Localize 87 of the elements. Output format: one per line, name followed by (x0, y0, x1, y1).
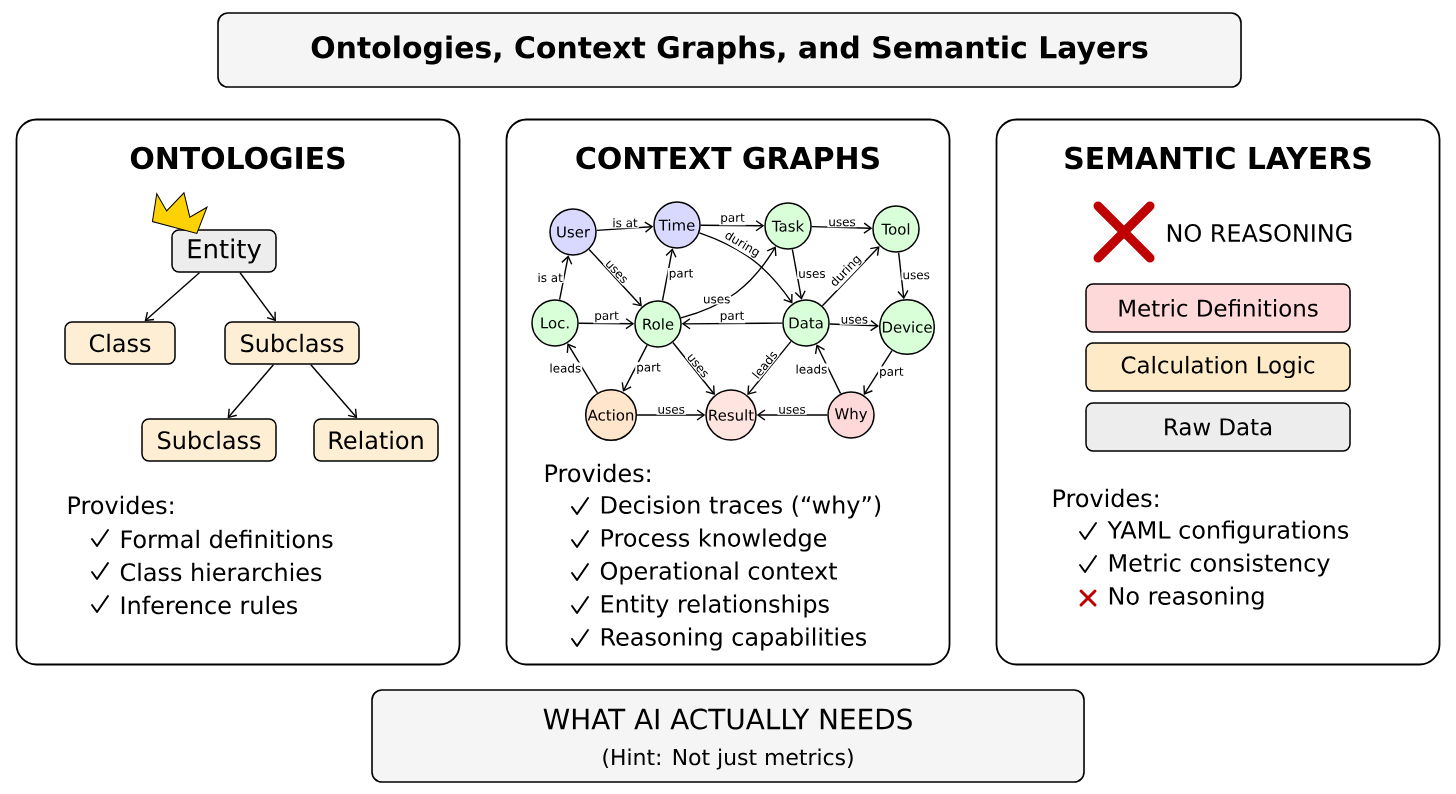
circle-node: Task (764, 202, 812, 250)
circle-node: User (549, 208, 597, 256)
arrow (558, 255, 573, 301)
list-item: Decision traces (“why”) (601, 495, 881, 519)
arrow (144, 272, 201, 322)
banner-box (371, 689, 1085, 783)
circle-node: Action (584, 388, 638, 442)
arrow (811, 222, 873, 234)
arrow (239, 272, 276, 322)
panel-heading: CONTEXT GRAPHS (576, 146, 879, 170)
panel-heading: SEMANTIC LAYERS (1065, 146, 1371, 170)
box: Raw Data (1085, 402, 1351, 452)
list-item: Formal definitions (121, 529, 333, 549)
circle-node: Tool (872, 205, 920, 253)
arrow (829, 319, 879, 332)
list-item: Process knowledge (601, 528, 827, 552)
list-item: Inference rules (121, 595, 298, 615)
arrow (672, 341, 715, 395)
banner-heading: WHAT AI ACTUALLY NEEDS (543, 708, 912, 730)
arrow (681, 318, 783, 330)
warning-text: NO REASONING (1167, 223, 1352, 243)
panel-heading: ONTOLOGIES (130, 146, 345, 170)
arrow (863, 349, 893, 395)
arrow (680, 246, 777, 319)
arrow (596, 221, 654, 233)
edge-label: is at (611, 217, 639, 229)
arrow (756, 409, 828, 421)
edge-label: part (635, 362, 662, 375)
arrow (661, 248, 677, 302)
edge-label: uses (827, 218, 857, 228)
banner-note: (Hint: Not just metrics) (603, 748, 853, 770)
arrow (227, 364, 275, 419)
arrow (566, 343, 599, 394)
edge-label: is at (536, 271, 564, 284)
list-item: Reasoning capabilities (601, 627, 867, 651)
list-heading: Provides: (68, 495, 173, 515)
arrow (621, 344, 648, 392)
edge-label: part (878, 366, 905, 380)
arrow (747, 340, 792, 396)
list-item: Class hierarchies (120, 562, 322, 582)
list-item: Operational context (600, 561, 837, 585)
box: Calculation Logic (1085, 342, 1351, 392)
list-item: Metric consistency (1109, 553, 1330, 577)
edge-label: uses (839, 315, 870, 325)
circle-node: Loc. (531, 299, 579, 347)
box: Class (64, 321, 176, 365)
arrow (700, 220, 765, 232)
circle-node: Data (782, 299, 830, 347)
arrow (821, 246, 880, 307)
edge-label: part (667, 268, 695, 281)
arrow (897, 251, 909, 300)
box: Relation (313, 418, 439, 462)
list-heading: Provides: (1053, 488, 1158, 508)
edge-label: uses (701, 295, 732, 305)
arrow (310, 364, 358, 419)
edge-label: leads (794, 363, 829, 375)
list-item: No reasoning (1109, 586, 1264, 610)
arrow (698, 232, 793, 304)
panel (15, 118, 461, 666)
circle-node: Device (878, 298, 936, 356)
circle-node: Role (634, 300, 682, 348)
edge-label: leads (548, 362, 583, 374)
edge-label: part (593, 310, 620, 324)
edge-label: part (719, 212, 746, 226)
box: Metric Definitions (1085, 283, 1351, 333)
panel (995, 118, 1441, 666)
circle-node: Why (827, 391, 875, 439)
box: Subclass (141, 418, 277, 462)
panel (505, 118, 951, 666)
list-heading: Provides: (545, 463, 650, 483)
arrow (814, 344, 842, 395)
edge-label: uses (901, 271, 931, 281)
circle-node: Time (653, 201, 701, 249)
box: Subclass (224, 321, 360, 365)
title-box: Ontologies, Context Graphs, and Semantic Layers (217, 12, 1242, 88)
edge-label: part (718, 310, 746, 324)
arrow (578, 318, 635, 330)
arrow (588, 248, 642, 307)
arrow (636, 409, 706, 421)
list-item: YAML configurations (1107, 520, 1349, 544)
edge-label: uses (797, 270, 827, 279)
box: Entity (171, 229, 277, 273)
list-item: Entity relationships (601, 594, 829, 618)
circle-node: Result (705, 389, 757, 441)
arrow (791, 248, 806, 300)
edge-label: uses (777, 405, 807, 415)
edge-label: uses (656, 405, 686, 415)
